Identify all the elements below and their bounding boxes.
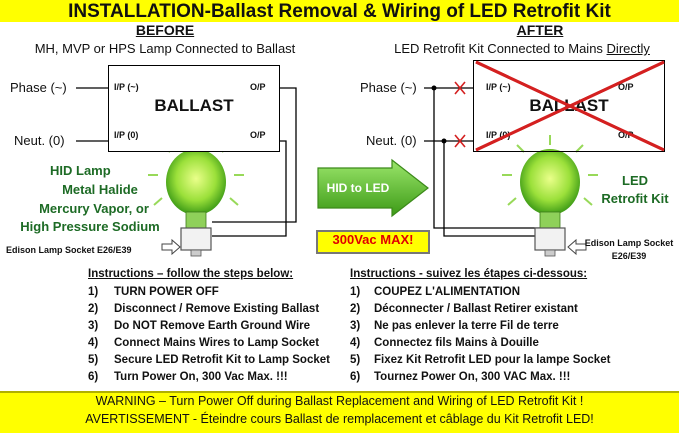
list-item: 3) <box>88 320 99 332</box>
list-item-text: Connect Mains Wires to Lamp Socket <box>114 337 320 349</box>
before-subtitle: MH, MVP or HPS Lamp Connected to Ballast <box>34 41 296 56</box>
arrow-label: HID to LED <box>326 181 390 195</box>
instructions-en-heading: Instructions – follow the steps below: <box>88 268 294 280</box>
warning-fr: AVERTISSEMENT - Éteindre cours Ballast d… <box>85 412 594 426</box>
list-item-text: Turn Power On, 300 Vac Max. !!! <box>114 371 288 383</box>
hid-lamp-line-1: Metal Halide <box>62 182 138 197</box>
after-neutral-label: Neut. (0) <box>366 133 417 148</box>
before-ballast-box <box>108 65 280 152</box>
led-lamp-line-2: Retrofit Kit <box>601 191 669 206</box>
cross-mark-icon <box>454 81 466 148</box>
list-item-text: Déconnecter / Ballast Retirer existant <box>374 303 578 315</box>
list-item-text: Secure LED Retrofit Kit to Lamp Socket <box>114 354 330 366</box>
socket-pointer-arrow <box>161 238 181 256</box>
before-op-top-label: O/P <box>250 82 266 92</box>
after-ip-phase-label: I/P (~) <box>486 82 511 92</box>
hid-lamp-title: HID Lamp <box>50 163 111 178</box>
list-item: 2) <box>88 303 99 315</box>
after-subtitle: LED Retrofit Kit Connected to Mains Dire… <box>365 41 679 56</box>
after-subtitle-prefix: LED Retrofit Kit Connected to Mains <box>394 41 607 56</box>
list-item-text: COUPEZ L'ALIMENTATION <box>374 286 521 298</box>
before-socket-label: Edison Lamp Socket E26/E39 <box>6 245 132 255</box>
list-item-text: Ne pas enlever la terre Fil de terre <box>374 320 559 332</box>
list-item: 6) <box>350 371 361 383</box>
warning-en: WARNING – Turn Power Off during Ballast … <box>95 394 584 408</box>
after-heading: AFTER <box>516 22 564 38</box>
warning-banner <box>0 391 679 433</box>
before-heading: BEFORE <box>135 22 195 38</box>
after-ballast-label: BALLAST <box>529 96 609 115</box>
list-item-text: Disconnect / Remove Existing Ballast <box>114 303 320 315</box>
before-ip-phase-label: I/P (~) <box>114 82 139 92</box>
title-banner <box>0 0 679 22</box>
after-ip-neutral-label: I/P (0) <box>486 130 511 140</box>
before-phase-label: Phase (~) <box>10 80 67 95</box>
after-phase-label: Phase (~) <box>360 80 417 95</box>
before-ip-neutral-label: I/P (0) <box>114 130 139 140</box>
after-socket-line-2: E26/E39 <box>611 251 647 261</box>
after-op-bottom-label: O/P <box>618 130 634 140</box>
list-item: 1) <box>350 286 361 298</box>
list-item: 4) <box>88 337 99 349</box>
list-item-text: Do NOT Remove Earth Ground Wire <box>114 320 311 332</box>
after-socket-line-1: Edison Lamp Socket <box>584 238 674 248</box>
before-wires <box>76 87 297 237</box>
list-item-text: Connectez fils Mains à Douille <box>374 337 539 349</box>
list-item: 5) <box>88 354 99 366</box>
list-item: 1) <box>88 286 99 298</box>
hid-lamp-line-3: High Pressure Sodium <box>20 219 160 234</box>
after-subtitle-emph: Directly <box>606 41 650 56</box>
list-item: 3) <box>350 320 361 332</box>
list-item-text: Fixez Kit Retrofit LED pour la lampe Soc… <box>374 354 611 366</box>
list-item: 6) <box>88 371 99 383</box>
list-item: 4) <box>350 337 361 349</box>
list-item: 5) <box>350 354 361 366</box>
lightbulb-icon <box>148 135 244 257</box>
before-op-bottom-label: O/P <box>250 130 266 140</box>
hid-lamp-line-2: Mercury Vapor, or <box>39 201 149 216</box>
list-item-text: TURN POWER OFF <box>114 286 219 298</box>
list-item-text: Tournez Power On, 300 VAC Max. !!! <box>374 371 571 383</box>
before-ballast-label: BALLAST <box>154 96 234 115</box>
after-wires <box>424 87 540 237</box>
max-voltage-label: 300Vac MAX! <box>332 232 414 247</box>
socket-pointer-arrow-right <box>567 238 587 256</box>
arrow-right-icon <box>317 158 429 218</box>
after-op-top-label: O/P <box>618 82 634 92</box>
page-title: INSTALLATION-Ballast Removal & Wiring of… <box>68 1 611 22</box>
instructions-fr-heading: Instructions - suivez les étapes ci-dess… <box>350 268 588 280</box>
max-voltage-box <box>316 230 430 254</box>
led-lamp-line-1: LED <box>622 173 648 188</box>
before-neutral-label: Neut. (0) <box>14 133 65 148</box>
list-item: 2) <box>350 303 361 315</box>
